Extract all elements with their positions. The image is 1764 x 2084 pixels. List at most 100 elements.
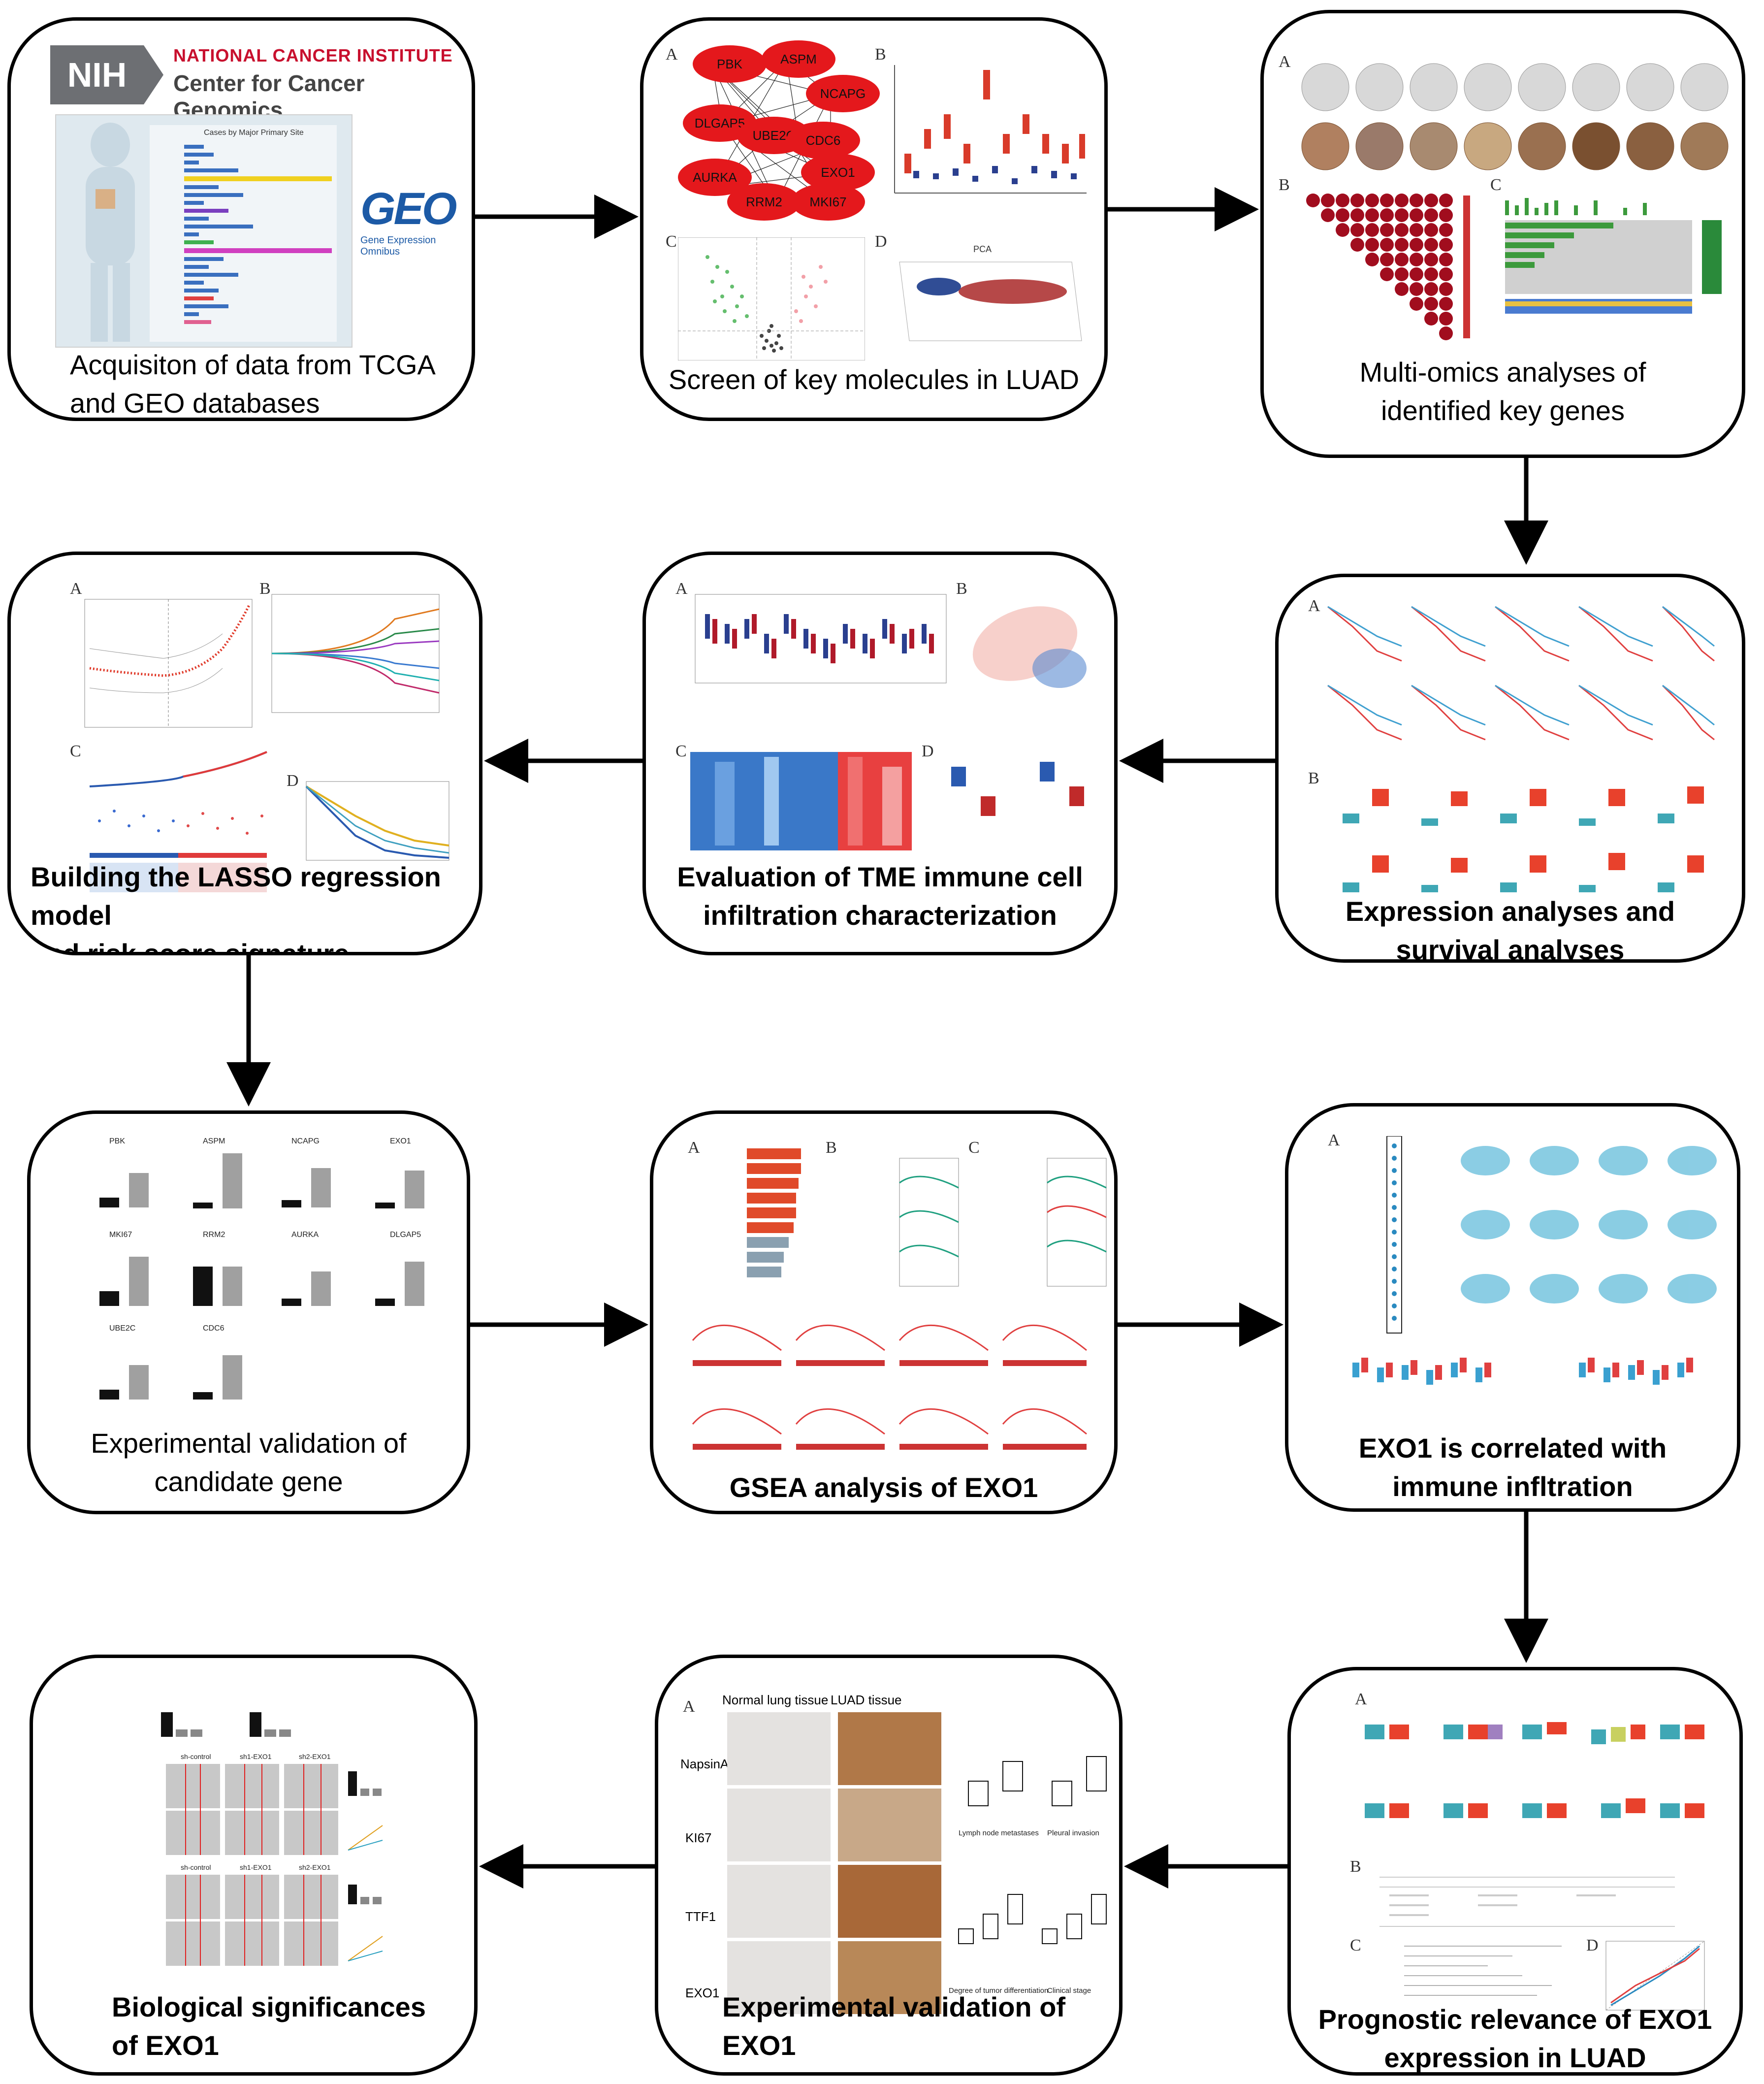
- clinical-boxplots: [1365, 1722, 1704, 1818]
- panel-10-caption-line2: in LUAD progression: [112, 2065, 454, 2072]
- nomogram: [1404, 1946, 1562, 1996]
- plot-b-xlabel: Lymph node metastases: [959, 1829, 1039, 1837]
- panel-11-caption-line2: in LUAD tissue: [722, 2065, 1099, 2072]
- panel-6-caption: Building the LASSO regression model and …: [31, 858, 459, 955]
- gene-node-cdc6: CDC6: [786, 122, 860, 159]
- label-a: A: [1355, 1690, 1367, 1708]
- panel-10-caption: Biological significances of EXO1 in LUAD…: [112, 1988, 454, 2072]
- tcga-chart-title: Cases by Major Primary Site: [204, 129, 304, 137]
- gene-node-pbk: PBK: [693, 45, 767, 83]
- pca-3d-plot: PCA: [899, 244, 1082, 341]
- label-c: C: [666, 232, 677, 251]
- bar-title-exo1: EXO1: [390, 1137, 411, 1145]
- bar-title-ncapg: NCAPG: [291, 1137, 320, 1145]
- panel-12-caption-line1: Prognostic relevance of EXO1: [1318, 2004, 1712, 2035]
- sh2-exo1-label-2: sh2-EXO1: [299, 1863, 331, 1871]
- km-curves-grid: [1327, 606, 1715, 741]
- sh-control-label-1: sh-control: [181, 1753, 211, 1760]
- plot-d-xlabel: Degree of tumor differentiation: [949, 1986, 1048, 1995]
- panel-7-caption-line1: Experimental validation of: [91, 1428, 407, 1459]
- geo-logo: GEO Gene Expression Omnibus: [360, 183, 464, 258]
- label-b: B: [1279, 176, 1290, 194]
- panel-6-caption-line2: and risk score signature: [31, 938, 350, 955]
- calibration-plot: [1605, 1941, 1705, 2011]
- label-a: A: [675, 580, 688, 598]
- panel-3-caption-line1: Multi-omics analyses of: [1359, 357, 1646, 388]
- panel-gsea: A B C GSEA analysis of EXO1: [650, 1110, 1118, 1514]
- panel-11-caption-line1: Experimental validation of EXO1: [722, 1991, 1066, 2061]
- panel-9-caption: EXO1 is correlated with immune infltrati…: [1308, 1429, 1717, 1506]
- panel-prognostic-relevance: A B C D Prognostic relevance of EXO1 exp…: [1287, 1667, 1743, 2076]
- lasso-coefficient-plot: [271, 594, 440, 713]
- panel-candidate-validation: PBK ASPM NCAPG EXO1 MKI67 RRM2 AURKA DLG…: [27, 1110, 470, 1514]
- tme-heatmap: [690, 752, 912, 850]
- correlation-matrix: [1306, 194, 1470, 340]
- panel-exo1-tissue-validation: A Normal lung tissue LUAD tissue NapsinA…: [655, 1655, 1123, 2076]
- panel-1-caption-line2: and GEO databases: [70, 388, 320, 419]
- panel-3-caption-line2: identified key genes: [1380, 395, 1625, 426]
- label-d: D: [287, 772, 299, 790]
- panel-12-caption: Prognostic relevance of EXO1 expression …: [1311, 2000, 1720, 2073]
- panel-6-caption-line1: Building the LASSO regression model: [31, 861, 441, 931]
- bar-title-ube2c: UBE2C: [109, 1324, 135, 1333]
- body-silhouette-chart: Cases by Major Primary Site: [86, 123, 337, 342]
- bar-title-aspm: ASPM: [203, 1137, 225, 1145]
- panel-4-caption-line2: survival analyses: [1396, 934, 1625, 963]
- geo-logo-subtitle: Gene Expression Omnibus: [360, 235, 436, 257]
- plot-e-xlabel: Clinical stage: [1047, 1986, 1091, 1995]
- immune-scatter-grid: [1461, 1146, 1717, 1303]
- col-luad-label: LUAD tissue: [831, 1693, 902, 1707]
- panel-4-caption-line1: Expression analyses and: [1345, 896, 1675, 927]
- qpcr-bar-charts: PBK ASPM NCAPG EXO1 MKI67 RRM2 AURKA DLG…: [99, 1137, 424, 1400]
- bar-title-mki67: MKI67: [109, 1231, 132, 1239]
- label-b: B: [1308, 769, 1319, 787]
- panel-11-caption: Experimental validation of EXO1 in LUAD …: [722, 1988, 1099, 2072]
- panel-biological-significance: sh-control sh1-EXO1 sh2-EXO1 sh-control …: [30, 1655, 478, 2076]
- label-c: C: [675, 742, 687, 760]
- row-ki67-label: KI67: [685, 1830, 712, 1845]
- risk-score-plot: [89, 751, 267, 892]
- panel-5-caption: Evaluation of TME immune cell infiltrati…: [666, 858, 1094, 935]
- gene-node-aspm: ASPM: [762, 40, 835, 78]
- bar-title-dlgap5: DLGAP5: [390, 1231, 421, 1239]
- label-a: A: [1279, 53, 1291, 71]
- label-c: C: [968, 1139, 980, 1157]
- panel-multi-omics: A B C: [1260, 10, 1745, 458]
- panel-7-caption: Experimental validation of candidate gen…: [50, 1424, 447, 1501]
- label-a: A: [683, 1697, 695, 1716]
- panel-8-caption: GSEA analysis of EXO1: [729, 1472, 1038, 1503]
- gsea-enrichment-plots: [692, 1325, 1087, 1450]
- gene-node-aurka: AURKA: [678, 159, 752, 196]
- label-b: B: [875, 45, 886, 64]
- panel-3-caption: Multi-omics analyses of identified key g…: [1283, 353, 1722, 430]
- ihc-tissue-grid: [1301, 63, 1729, 170]
- gsea-multi-curve-b: [899, 1158, 959, 1287]
- label-a: A: [70, 580, 82, 598]
- label-c: C: [1490, 176, 1502, 194]
- label-b: B: [1350, 1857, 1361, 1876]
- panel-9-caption-line2: immune infltration: [1392, 1471, 1633, 1502]
- panel-key-molecules: A PBK ASPM NCAPG DLGAP5 UBE2C CDC6 EXO1 …: [640, 17, 1108, 421]
- bar-title-rrm2: RRM2: [203, 1231, 225, 1239]
- panel-12-caption-line2: expression in LUAD: [1384, 2042, 1646, 2073]
- label-d: D: [1586, 1936, 1599, 1954]
- panel-exo1-immune: A EXO1 is correlated with immune infltra…: [1285, 1103, 1740, 1512]
- mutation-oncoprint: [1505, 198, 1722, 314]
- panel-tme: A B C D Evaluation of TME immune cell in…: [642, 552, 1118, 955]
- panel-expression-survival: A B Expression analyses and survival ana…: [1275, 574, 1745, 963]
- bar-title-cdc6: CDC6: [203, 1324, 225, 1333]
- row-ttf1-label: TTF1: [685, 1909, 716, 1924]
- label-b: B: [956, 580, 967, 598]
- label-d: D: [875, 232, 887, 251]
- panel-5-caption-line2: infiltration characterization: [703, 900, 1057, 931]
- expression-boxplot: [894, 65, 1087, 194]
- gene-node-rrm2: RRM2: [727, 183, 801, 221]
- pca-scatter: [972, 606, 1087, 688]
- lasso-cv-plot: [84, 599, 253, 728]
- exo1-knockdown-panel: sh-control sh1-EXO1 sh2-EXO1 sh-control …: [161, 1712, 383, 1966]
- panel-9-caption-line1: EXO1 is correlated with: [1358, 1433, 1667, 1464]
- volcano-plot: [678, 237, 865, 360]
- expression-boxplot-grid: [1343, 786, 1704, 892]
- nci-title: NATIONAL CANCER INSTITUTE: [173, 45, 453, 65]
